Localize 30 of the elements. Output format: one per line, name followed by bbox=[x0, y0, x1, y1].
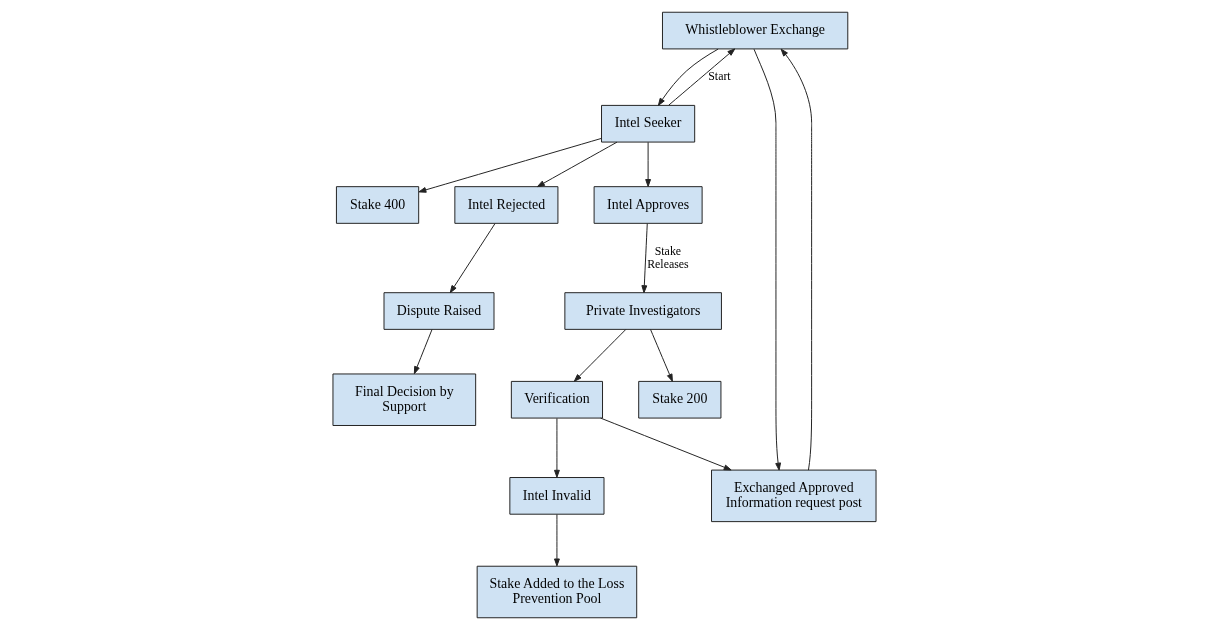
arrow bbox=[449, 223, 496, 294]
node-box: Whistleblower Exchange bbox=[661, 11, 849, 50]
node-box: Stake 200 bbox=[638, 380, 722, 419]
node-box: Intel Invalid bbox=[509, 477, 605, 515]
edge-label: Stake Releases bbox=[647, 243, 689, 271]
node-box: Stake Added to the Loss Prevention Pool bbox=[476, 565, 638, 619]
arrow bbox=[554, 417, 560, 478]
arrow bbox=[536, 141, 618, 188]
arrow bbox=[418, 137, 602, 193]
node-box: Private Investigators bbox=[564, 292, 722, 330]
edge-label: Start bbox=[708, 69, 731, 84]
arrow bbox=[650, 329, 673, 382]
arrow bbox=[780, 48, 813, 471]
arrow bbox=[668, 48, 736, 106]
node-box: Exchanged Approved Information request post bbox=[711, 469, 877, 523]
arrow bbox=[657, 48, 719, 106]
arrow bbox=[641, 223, 648, 294]
arrow bbox=[645, 141, 652, 187]
node-box: Intel Approves bbox=[593, 186, 703, 224]
arrow bbox=[554, 514, 560, 567]
node-box: Intel Seeker bbox=[601, 104, 696, 143]
arrow bbox=[413, 329, 433, 375]
node-box: Final Decision by Support bbox=[332, 373, 477, 426]
node-box: Intel Rejected bbox=[454, 186, 559, 224]
node-box: Verification bbox=[510, 380, 603, 419]
arrow bbox=[573, 329, 627, 382]
arrow bbox=[753, 48, 782, 471]
node-box: Stake 400 bbox=[335, 186, 420, 224]
arrow bbox=[600, 417, 732, 471]
node-box: Dispute Raised bbox=[383, 292, 495, 330]
